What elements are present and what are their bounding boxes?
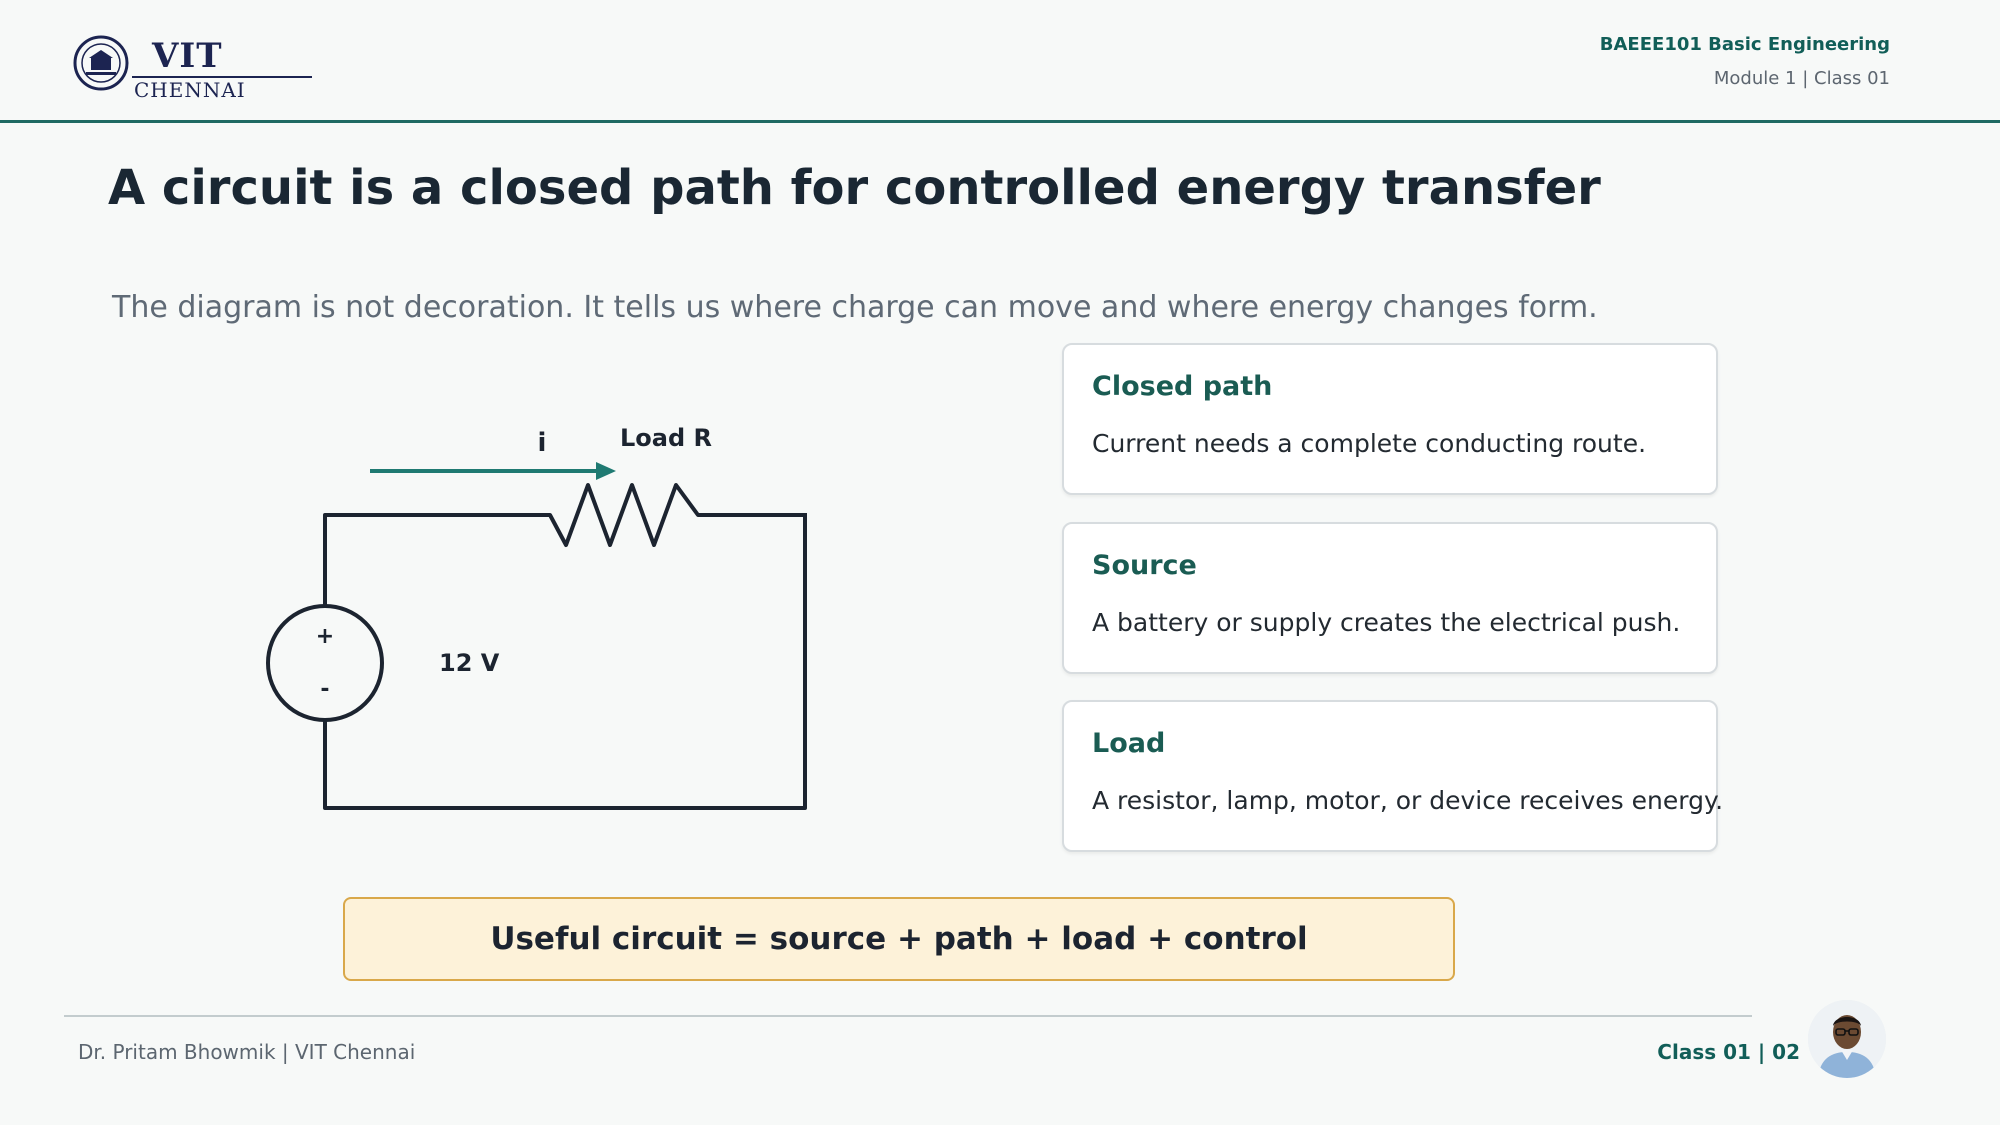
course-title: BAEEE101 Basic Engineering xyxy=(1599,34,1890,55)
footer-author: Dr. Pritam Bhowmik | VIT Chennai xyxy=(78,1040,416,1064)
card-title: Source xyxy=(1092,550,1197,581)
footer-divider xyxy=(64,1015,1752,1017)
card-body: Current needs a complete conducting rout… xyxy=(1092,429,1647,458)
load-label: Load R xyxy=(620,424,712,452)
vit-logo: VIT CHENNAI xyxy=(72,34,312,102)
voltage-source-symbol xyxy=(266,604,384,722)
wire-right-bottom xyxy=(323,513,807,810)
class-page-number: Class 01 | 02 xyxy=(1657,1040,1800,1064)
card-load: Load A resistor, lamp, motor, or device … xyxy=(1062,700,1723,852)
card-body: A resistor, lamp, motor, or device recei… xyxy=(1092,786,1724,815)
source-voltage-label: 12 V xyxy=(439,649,500,677)
resistor-zigzag xyxy=(513,483,807,547)
source-minus-sign: - xyxy=(320,677,329,702)
card-body: A battery or supply creates the electric… xyxy=(1092,608,1681,637)
page-title: A circuit is a closed path for controlle… xyxy=(108,160,1601,216)
logo-subtext: CHENNAI xyxy=(134,78,246,102)
module-class-label: Module 1 | Class 01 xyxy=(1713,68,1890,89)
presenter-photo-icon xyxy=(1808,1000,1886,1078)
header-divider xyxy=(0,120,2000,123)
logo-divider xyxy=(132,76,312,78)
circuit-diagram: i Load R + - 12 V xyxy=(266,424,807,810)
card-title: Closed path xyxy=(1092,371,1273,402)
wire-top-left xyxy=(323,513,517,608)
summary-callout: Useful circuit = source + path + load + … xyxy=(343,897,1455,981)
university-seal-icon xyxy=(73,35,129,91)
current-arrow xyxy=(370,462,616,480)
page-subtitle: The diagram is not decoration. It tells … xyxy=(112,290,1598,325)
card-closed-path: Closed path Current needs a complete con… xyxy=(1062,343,1718,495)
source-plus-sign: + xyxy=(316,624,334,649)
current-label: i xyxy=(538,428,547,458)
logo-wordmark: VIT xyxy=(152,36,223,76)
card-title: Load xyxy=(1092,728,1166,759)
card-source: Source A battery or supply creates the e… xyxy=(1062,522,1718,674)
summary-text: Useful circuit = source + path + load + … xyxy=(490,921,1308,957)
avatar xyxy=(1808,1000,1886,1078)
